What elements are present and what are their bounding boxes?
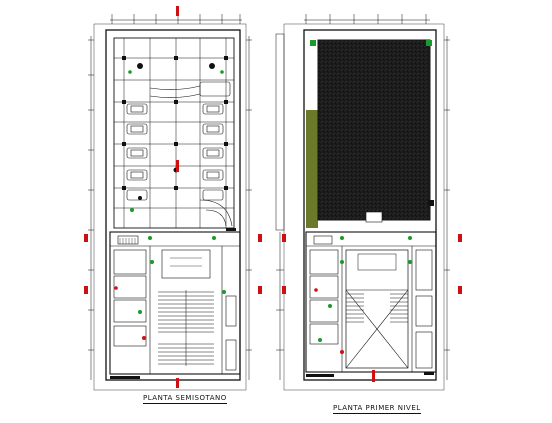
plan-title-text: PLANTA PRIMER NIVEL [333,404,421,412]
plan-semisotano [88,14,252,391]
stairs [119,238,136,244]
title-underline [143,403,227,404]
paved-plaza-hatch [317,39,431,221]
auditorium-zone [305,231,437,373]
dimension-frame [93,23,247,391]
building-outline [303,29,437,381]
auditorium-zone [109,231,241,375]
seating-rows [346,293,408,323]
service-rooms [309,235,433,369]
plan-title-semisotano: PLANTA SEMISOTANO [143,394,227,404]
axis-ticks-left [275,33,285,380]
stage [161,249,211,279]
service-rooms [113,235,237,371]
plan-title-text: PLANTA SEMISOTANO [143,394,227,402]
parking-zone [113,37,235,229]
axis-ticks-top [110,14,242,24]
section-markers-left [84,6,262,388]
parking-stalls-left [126,103,148,201]
ramp-curves [149,85,233,227]
structural-columns [122,56,228,190]
axis-ticks-right [246,36,252,380]
seating-rows [158,290,214,366]
plan-title-primer-nivel: PLANTA PRIMER NIVEL [333,404,421,414]
building-outline [105,29,241,381]
scale-bar [306,374,334,377]
axis-ticks-right [444,36,450,380]
parking-stalls-right [199,81,231,201]
stage-void [345,249,409,369]
axis-ticks-top [304,14,430,24]
scale-bar [110,376,140,379]
section-markers-right [282,234,462,382]
column-grid [114,38,234,228]
garden-strip [306,110,318,228]
title-underline [333,413,421,414]
plan-primer-nivel [275,14,450,391]
axis-ticks-left [88,36,94,380]
